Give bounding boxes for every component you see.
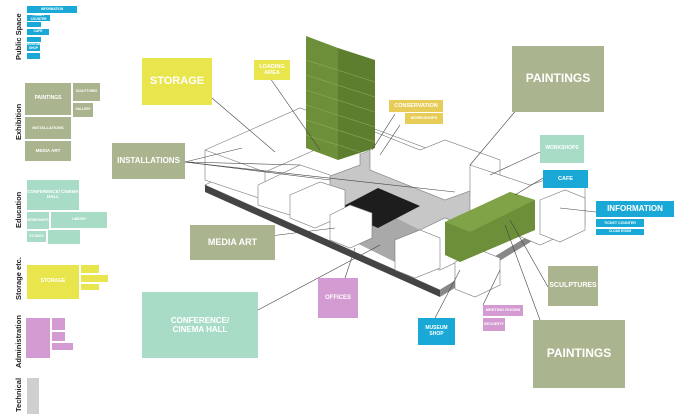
label-offices: OFFICES: [318, 278, 358, 318]
label-cloak-room: CLOAK ROOM: [596, 229, 644, 235]
label-museum-shop: MUSEUM SHOP: [418, 318, 455, 345]
label-information: INFORMATION: [596, 201, 674, 217]
legend-cafe: CAFE: [27, 29, 49, 35]
legend-paintings: PAINTINGS: [25, 83, 71, 115]
label-paintings-bottom: PAINTINGS: [533, 320, 625, 388]
green-tower: [305, 36, 376, 160]
legend-information: INFORMATION: [27, 6, 77, 13]
label-media-art: MEDIA ART: [190, 225, 275, 260]
leader-lines: [184, 77, 597, 321]
legend-technical-block: [27, 378, 39, 414]
legend-storage: STORAGE: [27, 265, 79, 299]
legend-media-art: MEDIA ART: [25, 141, 71, 161]
label-ticket-counter: TICKET COUNTER: [596, 219, 644, 227]
category-exhibition: Exhibition: [14, 103, 23, 140]
label-workshops-conservation: WORKSHOPS: [405, 113, 443, 124]
legend-storage-small-2: [81, 275, 108, 282]
label-sculptures: SCULPTURES: [548, 266, 598, 306]
legend-gallery: GALLERY: [73, 103, 93, 117]
legend-admin-small-3: [52, 343, 73, 350]
legend-library: LIBRARY: [51, 212, 107, 228]
legend-admin-small-1: [52, 318, 65, 330]
category-storage-etc: Storage etc.: [14, 257, 23, 300]
label-conservation: CONSERVATION: [389, 100, 443, 112]
label-security: SECURITY: [483, 318, 505, 331]
legend-storage-small-3: [81, 284, 99, 290]
label-installations: INSTALLATIONS: [112, 143, 185, 179]
legend-conference: CONFERENCE/ CINEMA HALL: [27, 180, 79, 210]
label-workshops: WORKSHOPS: [540, 135, 584, 163]
legend-small-block-3: [27, 53, 40, 59]
category-administration: Administration: [14, 315, 23, 368]
label-storage: STORAGE: [142, 58, 212, 105]
label-conference-cinema-hall: CONFERENCE/ CINEMA HALL: [142, 292, 258, 358]
legend-storage-small-1: [81, 265, 99, 273]
green-slab: [445, 192, 535, 262]
legend-admin-small-2: [52, 332, 65, 341]
legend-education-room: [48, 230, 80, 244]
legend-small-block-2: [27, 37, 41, 42]
legend-workshops: WORKSHOPS: [27, 212, 49, 229]
label-cafe: CAFE: [543, 170, 588, 188]
legend-museum-shop: MUSEUM SHOP: [26, 42, 41, 51]
legend-ticket-counter: TICKET COUNTER: [27, 14, 50, 21]
label-loading-area: LOADING AREA: [254, 60, 290, 80]
label-meeting-rooms: MEETING ROOMS: [483, 305, 523, 316]
category-technical: Technical: [14, 377, 23, 412]
category-public-space: Public Space: [14, 13, 23, 60]
legend-studios: STUDIOS: [27, 231, 46, 242]
legend-sculptures: SCULPTURES: [73, 83, 100, 101]
legend-small-block-1: [27, 22, 41, 27]
legend-installations: INSTALLATIONS: [25, 117, 71, 139]
category-education: Education: [14, 191, 23, 228]
site-base-edge: [205, 185, 440, 297]
legend-offices: [26, 318, 50, 358]
label-paintings-top: PAINTINGS: [512, 46, 604, 112]
